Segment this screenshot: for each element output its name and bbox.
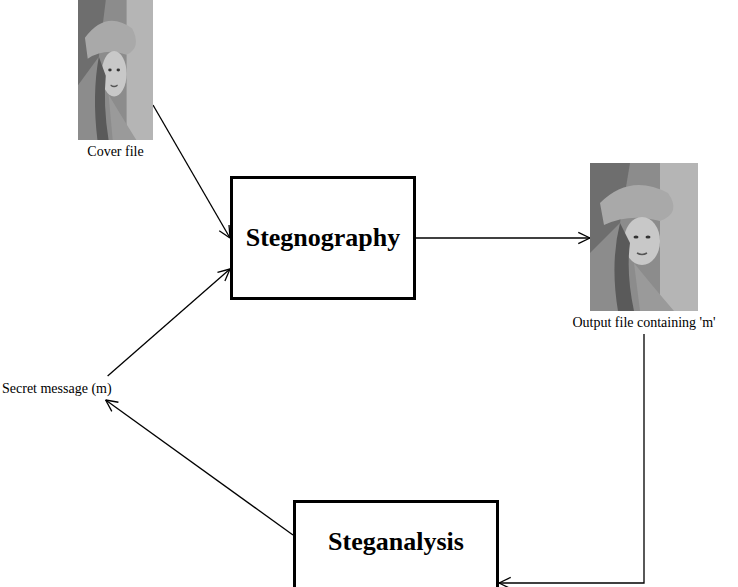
arrow-head bbox=[578, 238, 590, 244]
process-box: Stegnography bbox=[230, 176, 416, 300]
flow-arrow bbox=[416, 232, 590, 243]
connector-line bbox=[153, 105, 230, 238]
arrow-head bbox=[219, 231, 230, 238]
portrait-illustration bbox=[590, 163, 698, 311]
connector-line bbox=[499, 334, 644, 583]
box-title: Stegnography bbox=[246, 223, 401, 253]
arrow-head bbox=[578, 232, 590, 238]
flow-arrow bbox=[153, 105, 230, 238]
flow-arrow bbox=[106, 400, 293, 535]
connector-line bbox=[106, 400, 293, 535]
connector-line bbox=[108, 269, 230, 376]
image-caption: Output file containing 'm' bbox=[572, 315, 715, 331]
arrow-head bbox=[106, 400, 119, 402]
box-title: Steganalysis bbox=[328, 527, 464, 557]
image-caption: Cover file bbox=[87, 144, 143, 160]
flow-arrow bbox=[499, 334, 644, 587]
cover-image: Cover file bbox=[78, 0, 153, 140]
connector-line bbox=[416, 237, 590, 238]
arrow-head bbox=[499, 577, 511, 583]
portrait-illustration bbox=[78, 0, 153, 140]
process-box: Steganalysis bbox=[293, 500, 499, 587]
message-node: Secret message (m) bbox=[2, 379, 112, 397]
arrow-head bbox=[499, 583, 511, 587]
message-label: Secret message (m) bbox=[2, 381, 112, 396]
flow-arrow bbox=[108, 269, 230, 376]
output-image: Output file containing 'm' bbox=[590, 163, 698, 311]
arrow-head bbox=[106, 400, 112, 411]
